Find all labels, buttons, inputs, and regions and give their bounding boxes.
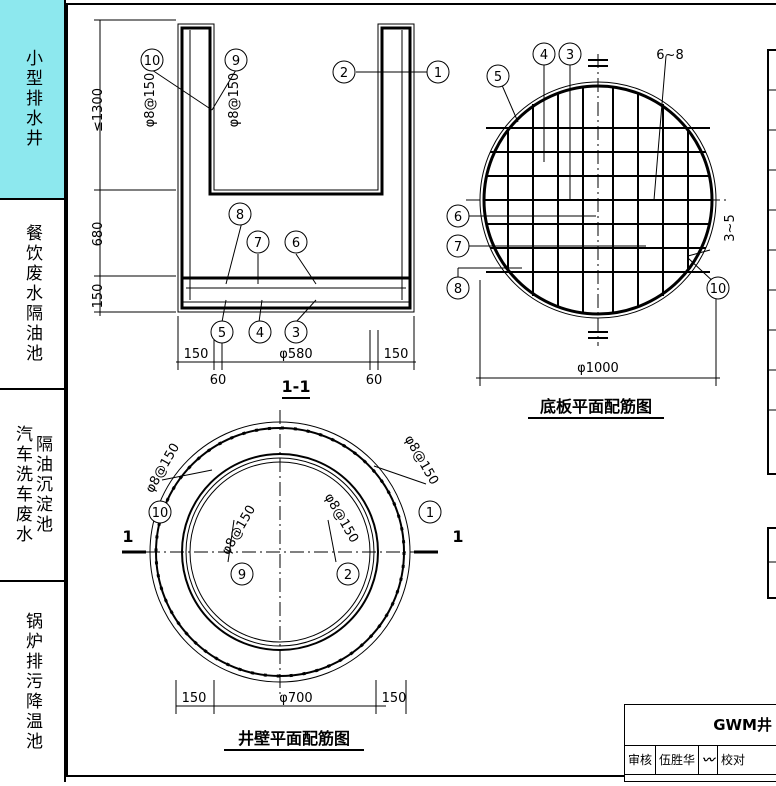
wall-plan-title: 井壁平面配筋图 [238, 729, 350, 748]
wall-labels: φ8@150 φ8@150 φ8@150 φ8@150 1 1 150 φ700… [122, 433, 464, 751]
svg-text:1: 1 [426, 506, 434, 521]
sidebar: 小型排水井 餐饮废水隔油池 汽车洗车废水 隔油沉淀池 锅炉排污降温池 [0, 0, 66, 782]
svg-text:3: 3 [566, 48, 574, 63]
dim-height-base: 150 [91, 284, 106, 309]
dim-wall-left: 150 [184, 347, 209, 362]
marker-2: 2 [336, 562, 360, 586]
rebar-label-inner-right: φ8@150 [321, 491, 361, 546]
signature-icon: 〰 [699, 746, 719, 774]
marker-5: 5 [486, 64, 510, 88]
svg-text:10: 10 [710, 282, 727, 297]
svg-text:9: 9 [232, 54, 240, 69]
svg-text:7: 7 [454, 240, 462, 255]
svg-text:4: 4 [540, 48, 548, 63]
dim-offset-right: 60 [366, 373, 383, 388]
marker-7: 7 [246, 230, 270, 254]
table-frame [767, 49, 776, 599]
checker-label: 校对 [721, 753, 746, 767]
svg-text:6: 6 [292, 236, 300, 251]
marker-4: 4 [248, 320, 272, 344]
title-block-row: 审核 伍胜华 〰 校对 [625, 746, 776, 775]
svg-text:2: 2 [344, 568, 352, 583]
reviewer-name: 伍胜华 [656, 746, 700, 774]
marker-5: 5 [210, 320, 234, 344]
svg-text:6~8: 6~8 [656, 48, 683, 63]
sidebar-tab-grease-trap[interactable]: 餐饮废水隔油池 [0, 200, 64, 390]
marker-10: 10 [148, 500, 172, 524]
marker-9: 9 [224, 48, 248, 72]
svg-text:1: 1 [434, 66, 442, 81]
section-markers: 10 9 2 1 8 7 6 5 4 3 [140, 48, 450, 344]
base-dim-diameter: φ1000 [577, 361, 619, 376]
wall-dim-right: 150 [382, 691, 407, 706]
rebar-label-inner-left: φ8@150 [219, 503, 259, 558]
marker-10: 10 [140, 48, 164, 72]
svg-text:3~5: 3~5 [723, 214, 738, 241]
svg-text:8: 8 [454, 282, 462, 297]
dim-wall-right: 150 [384, 347, 409, 362]
sidebar-tab-label: 隔油沉淀池 [32, 435, 52, 535]
dim-inner-dia: φ580 [279, 347, 312, 362]
wall-markers: 10 9 1 2 [148, 500, 442, 586]
marker-8: 8 [446, 276, 470, 300]
dim-offset-left: 60 [210, 373, 227, 388]
marker-1: 1 [426, 60, 450, 84]
drawing-svg: ≤1300 680 150 φ8@150 φ8@150 150 φ580 150… [66, 3, 776, 777]
marker-6-to-8: 6~8 [656, 48, 683, 63]
marker-2: 2 [332, 60, 356, 84]
svg-text:8: 8 [236, 208, 244, 223]
dim-height-wall: 680 [91, 222, 106, 247]
section-labels: ≤1300 680 150 φ8@150 φ8@150 150 φ580 150… [91, 73, 409, 399]
svg-text:6: 6 [454, 210, 462, 225]
rebar-label-outer-right: φ8@150 [401, 433, 441, 488]
marker-7: 7 [446, 234, 470, 258]
wall-plan [122, 410, 438, 714]
sidebar-tab-car-wash[interactable]: 汽车洗车废水 隔油沉淀池 [0, 390, 64, 582]
svg-text:3: 3 [292, 326, 300, 341]
svg-text:5: 5 [218, 326, 226, 341]
title-block: GWM井 审核 伍胜华 〰 校对 [624, 704, 776, 782]
svg-text:9: 9 [238, 568, 246, 583]
marker-8: 8 [228, 202, 252, 226]
section-title: 1-1 [282, 377, 311, 396]
sidebar-tab-label: 汽车洗车废水 [12, 425, 32, 545]
svg-text:5: 5 [494, 70, 502, 85]
marker-6: 6 [284, 230, 308, 254]
marker-3-to-5: 3~5 [723, 214, 738, 241]
svg-text:10: 10 [152, 506, 169, 521]
title-block-title: GWM井 [625, 705, 776, 746]
rebar-label-outer-left: φ8@150 [143, 441, 183, 496]
sidebar-tab-boiler-cooling[interactable]: 锅炉排污降温池 [0, 582, 64, 782]
svg-text:2: 2 [340, 66, 348, 81]
base-plan [457, 54, 730, 386]
cut-label-left: 1 [122, 527, 133, 546]
svg-text:7: 7 [254, 236, 262, 251]
sidebar-tab-label: 餐饮废水隔油池 [22, 224, 42, 364]
wall-dim-left: 150 [182, 691, 207, 706]
sidebar-tab-drain-well[interactable]: 小型排水井 [0, 0, 64, 200]
base-markers: 5 4 3 6~8 6 7 8 3~5 10 [446, 42, 738, 300]
marker-6: 6 [446, 204, 470, 228]
reviewer-label: 审核 [625, 746, 657, 774]
svg-text:10: 10 [144, 54, 161, 69]
drawing-area: ≤1300 680 150 φ8@150 φ8@150 150 φ580 150… [66, 0, 776, 782]
marker-3: 3 [284, 320, 308, 344]
marker-10: 10 [706, 276, 730, 300]
marker-9: 9 [230, 562, 254, 586]
section-view [94, 19, 438, 370]
drawing-frame [66, 3, 776, 777]
sidebar-tab-label: 小型排水井 [22, 49, 42, 149]
dim-height-total: ≤1300 [91, 88, 106, 132]
base-plan-title: 底板平面配筋图 [540, 397, 652, 416]
marker-3: 3 [558, 42, 582, 66]
marker-4: 4 [532, 42, 556, 66]
cut-label-right: 1 [452, 527, 463, 546]
sidebar-tab-label: 锅炉排污降温池 [22, 612, 42, 752]
wall-dim-dia: φ700 [279, 691, 312, 706]
rebar-label-left: φ8@150 [143, 73, 158, 128]
marker-1: 1 [418, 500, 442, 524]
rebar-label-right: φ8@150 [227, 73, 242, 128]
svg-text:4: 4 [256, 326, 264, 341]
